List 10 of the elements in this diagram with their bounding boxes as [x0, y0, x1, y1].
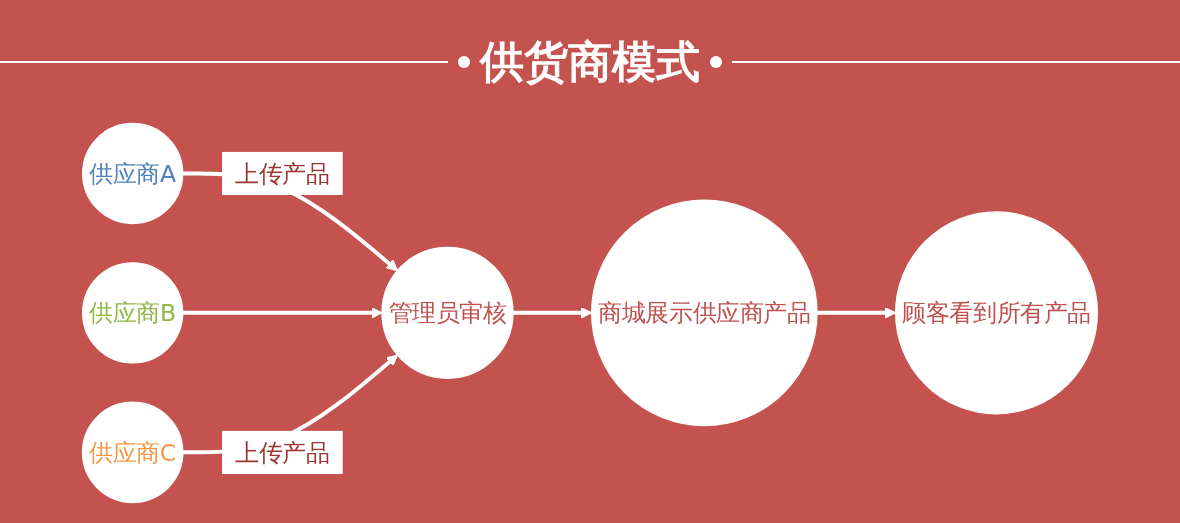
node-circle: 顾客看到所有产品	[895, 210, 1099, 414]
node-circle: 供应商B	[82, 261, 184, 363]
arrow	[182, 306, 383, 319]
node-circle: 供应商C	[81, 401, 184, 503]
edge-label: 上传产品	[235, 159, 330, 187]
node-circle: 供应商A	[82, 122, 184, 224]
edge-label: 上传产品	[235, 438, 330, 466]
node-circle: 管理员审核	[381, 246, 514, 379]
title: 供货商模式	[480, 34, 700, 89]
node-circle: 商城展示供应商产品	[591, 199, 818, 426]
